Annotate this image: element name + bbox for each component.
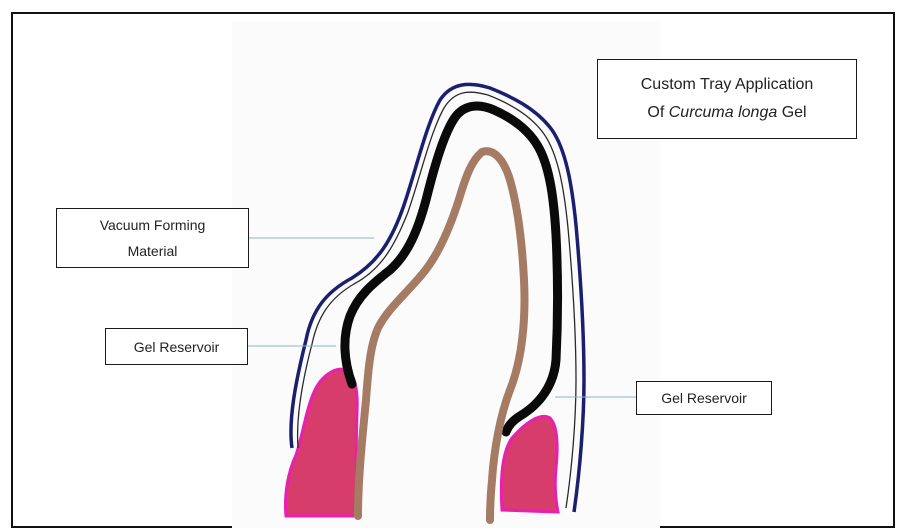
vacuum-label-line-2: Material	[128, 238, 178, 264]
title-line-2-prefix: Of	[647, 104, 668, 121]
title-line-2-italic: Curcuma longa	[669, 104, 778, 121]
gel-reservoir-left-label: Gel Reservoir	[105, 328, 248, 365]
gel-reservoir-left-text: Gel Reservoir	[134, 339, 220, 355]
title-line-1: Custom Tray Application	[641, 71, 814, 99]
gel-reservoir-right-text: Gel Reservoir	[661, 390, 747, 406]
gel-reservoir-right-label: Gel Reservoir	[636, 381, 772, 415]
vacuum-forming-material-label: Vacuum Forming Material	[56, 208, 249, 268]
diagram-title-box: Custom Tray Application Of Curcuma longa…	[597, 59, 857, 139]
title-line-2: Of Curcuma longa Gel	[647, 99, 806, 127]
title-line-1-text: Custom Tray Application	[641, 76, 814, 93]
title-line-2-suffix: Gel	[777, 104, 806, 121]
vacuum-label-line-1: Vacuum Forming	[100, 212, 206, 238]
